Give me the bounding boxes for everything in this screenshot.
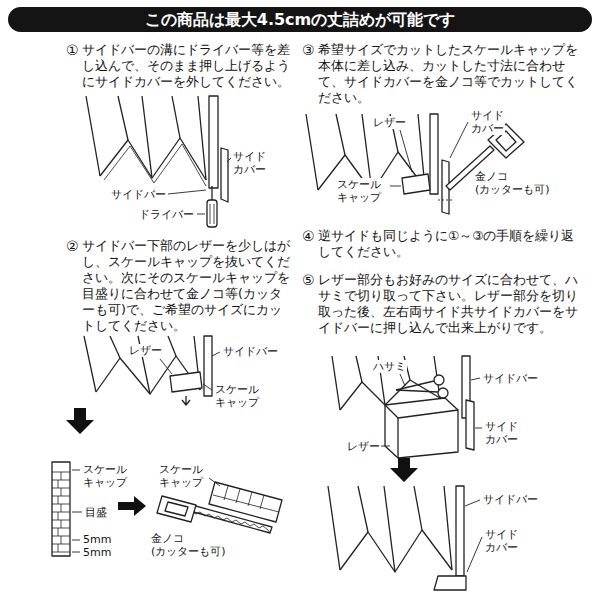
part-label: サイドバー: [482, 493, 539, 506]
step-number: ③: [302, 42, 315, 58]
part-label: レザー: [372, 116, 407, 129]
dimension-label: 5mm: [82, 546, 112, 559]
step-number: ②: [66, 238, 79, 254]
step-text: レザー部分もお好みのサイズに合わせて、ハサミで切り取って下さい。レザー部分を切り…: [318, 272, 580, 336]
tool-label: 金ノコ (カッターも可): [150, 532, 227, 558]
step-text: サイドバー下部のレザーを少しはがし、スケールキャップを抜いてください。次にそのス…: [82, 238, 294, 334]
part-label: サイドバー: [110, 188, 167, 201]
part-label: スケール キャップ: [82, 463, 128, 489]
step-number: ⑤: [302, 272, 315, 288]
part-label: ドライバー: [138, 208, 195, 221]
step-text: 逆サイドも同じように①～③の手順を繰り返してください。: [318, 228, 580, 260]
part-label: サイド カバー: [470, 109, 505, 135]
part-label: レザー: [346, 440, 381, 453]
part-label: サイド カバー: [484, 528, 519, 554]
step-text: 希望サイズでカットしたスケールキャップを本体に差し込み、カットした寸法に合わせて…: [318, 42, 580, 106]
step-text: サイドバーの溝にドライバー等を差し込んで、そのまま押し上げるようにサイドカバーを…: [82, 42, 294, 90]
step-number: ①: [66, 42, 79, 58]
part-label: サイド カバー: [232, 150, 267, 176]
title: この商品は最大4.5cmの丈詰めが可能です: [145, 10, 456, 30]
tool-label: 金ノコ (カッターも可): [474, 170, 551, 196]
part-label: サイドバー: [222, 345, 279, 358]
part-label: レザー: [128, 344, 163, 357]
part-label: 目盛: [84, 506, 108, 519]
tool-label: ハサミ: [372, 360, 407, 373]
dimension-label: 5mm: [82, 533, 112, 546]
part-label: スケール キャップ: [214, 383, 260, 409]
step-number: ④: [302, 228, 315, 244]
part-label: サイドバー: [482, 372, 539, 385]
part-label: サイド カバー: [484, 420, 519, 446]
title-bar: この商品は最大4.5cmの丈詰めが可能です: [8, 7, 592, 32]
part-label: スケール キャップ: [336, 178, 382, 204]
part-label: スケール キャップ: [158, 463, 204, 489]
